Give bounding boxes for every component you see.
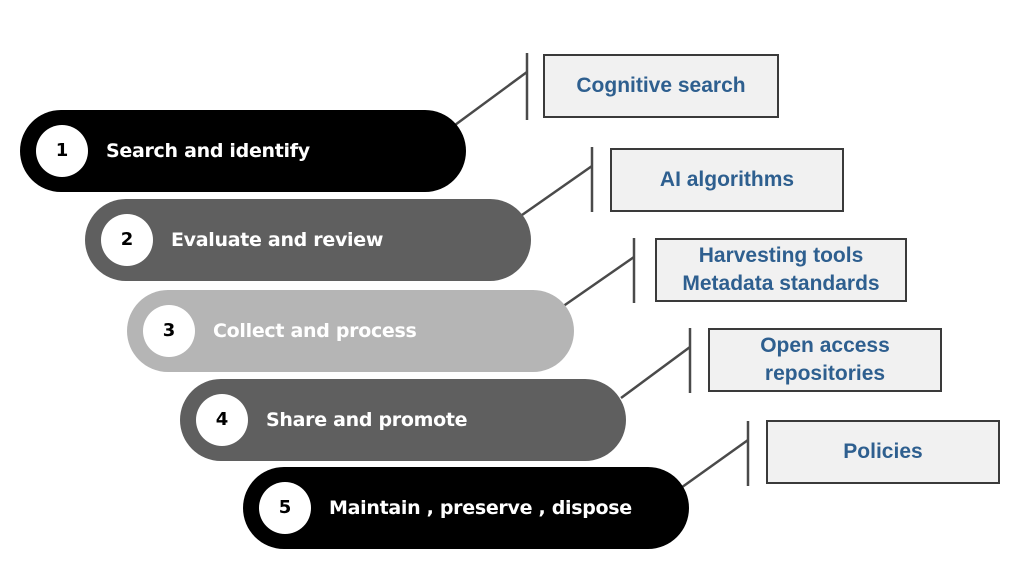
step-1-pill: 1 Search and identify bbox=[20, 110, 466, 192]
step-1-label: Search and identify bbox=[106, 140, 310, 162]
tool-box-4-line-2: repositories bbox=[764, 362, 886, 385]
connector-3 bbox=[561, 238, 636, 309]
tool-box-3-line-2: Metadata standards bbox=[682, 272, 880, 295]
tool-box-5-line-1: Policies bbox=[843, 440, 923, 463]
step-4-pill: 4 Share and promote bbox=[180, 379, 626, 461]
step-3-label: Collect and process bbox=[213, 320, 417, 342]
step-3-number: 3 bbox=[143, 305, 195, 357]
step-5-pill: 5 Maintain , preserve , dispose bbox=[243, 467, 689, 549]
step-1-number: 1 bbox=[36, 125, 88, 177]
tool-box-1-line-1: Cognitive search bbox=[576, 74, 746, 97]
tool-box-3: Harvesting tools Metadata standards bbox=[655, 238, 907, 302]
connector-4 bbox=[620, 328, 692, 400]
step-3-pill: 3 Collect and process bbox=[127, 290, 574, 372]
step-2-number: 2 bbox=[101, 214, 153, 266]
tool-box-1: Cognitive search bbox=[543, 54, 779, 118]
step-5-label: Maintain , preserve , dispose bbox=[329, 497, 632, 519]
step-5-number: 5 bbox=[259, 482, 311, 534]
connector-5 bbox=[677, 421, 750, 492]
step-2-label: Evaluate and review bbox=[171, 229, 384, 251]
step-4-number: 4 bbox=[196, 394, 248, 446]
tool-box-5: Policies bbox=[766, 420, 1000, 484]
tool-box-4-line-1: Open access bbox=[760, 334, 890, 357]
tool-box-2-line-1: AI algorithms bbox=[659, 168, 795, 191]
tool-box-4: Open access repositories bbox=[708, 328, 942, 392]
connector-2 bbox=[521, 147, 594, 217]
step-2-pill: 2 Evaluate and review bbox=[85, 199, 531, 281]
tool-box-3-line-1: Harvesting tools bbox=[698, 244, 864, 267]
tool-box-2: AI algorithms bbox=[610, 148, 844, 212]
step-4-label: Share and promote bbox=[266, 409, 468, 431]
connector-1 bbox=[454, 53, 529, 127]
